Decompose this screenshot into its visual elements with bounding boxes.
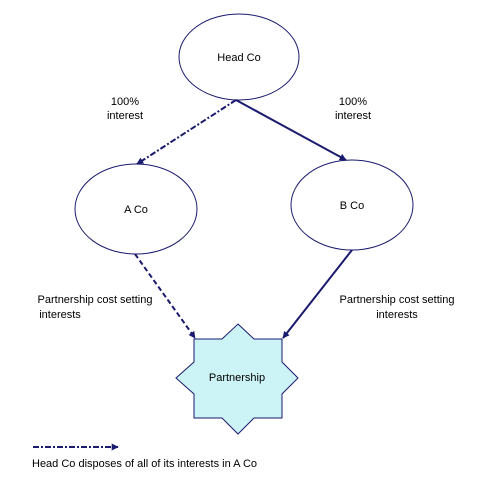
- head-co-node[interactable]: Head Co: [178, 13, 300, 101]
- arrow-a-co-to-partnership: [134, 253, 196, 339]
- a-co-node[interactable]: A Co: [74, 163, 198, 255]
- legend-text: Head Co disposes of all of its interests…: [32, 458, 257, 470]
- a-co-label: A Co: [124, 204, 148, 216]
- left-partnership-label-line1: Partnership cost setting: [38, 294, 153, 306]
- partnership-node[interactable]: Partnership: [175, 323, 299, 435]
- left-partnership-label-line2: interests: [39, 309, 81, 321]
- partnership-star-shape: [175, 323, 299, 435]
- arrow-b-co-to-partnership: [282, 249, 353, 339]
- left-interest-label-line2: interest: [107, 110, 143, 122]
- partnership-label: Partnership: [209, 372, 265, 384]
- right-partnership-label-line1: Partnership cost setting: [340, 294, 455, 306]
- left-interest-label-line1: 100%: [111, 96, 139, 108]
- right-interest-label-line1: 100%: [339, 96, 367, 108]
- head-co-ellipse: [178, 13, 300, 101]
- right-interest-label-line2: interest: [335, 110, 371, 122]
- arrow-head-co-to-b-co: [235, 99, 347, 161]
- head-co-label: Head Co: [217, 52, 260, 64]
- arrow-head-co-to-a-co: [136, 99, 237, 165]
- legend: Head Co disposes of all of its interests…: [32, 443, 257, 470]
- right-partnership-label-line2: interests: [376, 309, 418, 321]
- b-co-label: B Co: [340, 200, 364, 212]
- b-co-node[interactable]: B Co: [290, 159, 414, 251]
